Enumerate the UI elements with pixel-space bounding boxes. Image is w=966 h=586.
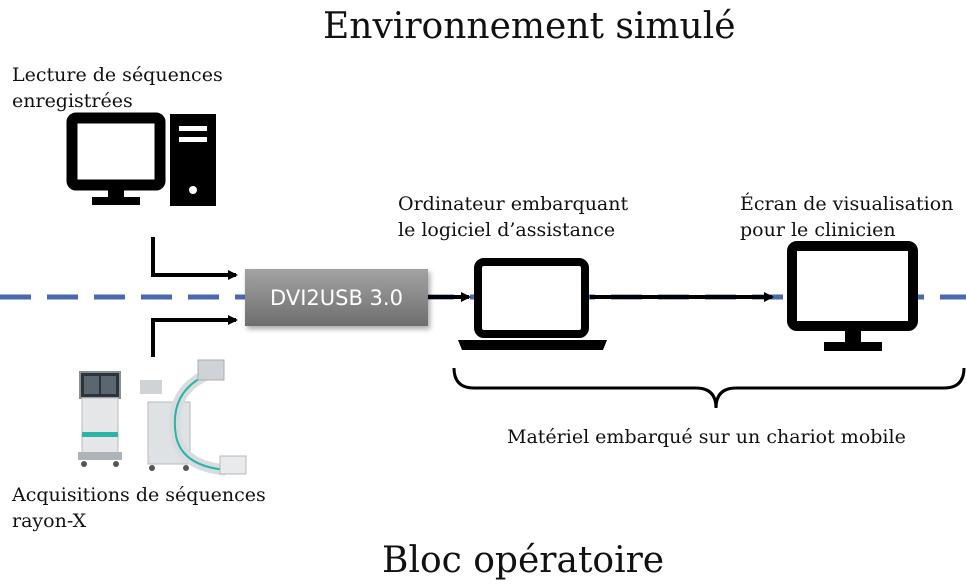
laptop-icon xyxy=(458,258,607,350)
display-screen-label: Écran de visualisation pour le clinicien xyxy=(740,193,954,241)
xray-c-arm-image xyxy=(78,359,247,476)
arrow-xray-to-device xyxy=(151,315,238,357)
xray-acquisition-label: Acquisitions de séquences rayon-X xyxy=(12,484,266,532)
title-top: Environnement simulé xyxy=(323,6,736,47)
desktop-computer-icon xyxy=(66,112,216,206)
monitor-icon xyxy=(787,241,918,351)
arrow-recorded-to-device xyxy=(151,237,238,280)
embedded-computer-label: Ordinateur embarquant le logiciel d’assi… xyxy=(398,193,629,241)
mobile-cart-label: Matériel embarqué sur un chariot mobile xyxy=(507,426,906,448)
dvi2usb-device: DVI2USB 3.0 xyxy=(245,269,428,326)
title-bottom: Bloc opératoire xyxy=(382,540,665,581)
curly-brace xyxy=(452,367,966,409)
recorded-sequences-label: Lecture de séquences enregistrées xyxy=(12,64,223,112)
